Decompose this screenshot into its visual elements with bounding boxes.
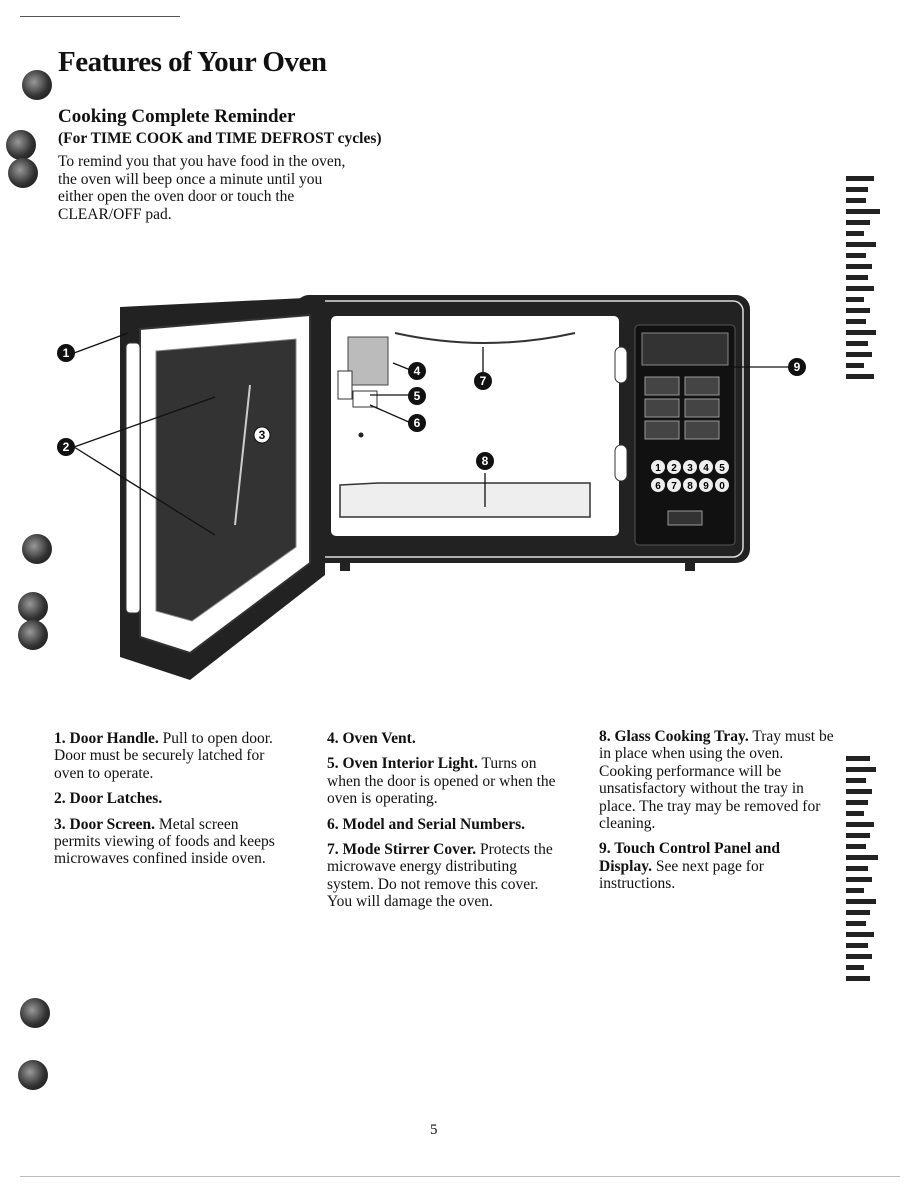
bottom-rule	[20, 1176, 900, 1177]
feature-title: 4. Oven Vent.	[327, 730, 416, 747]
keypad: 1 2 3 4 5 6 7 8 9 0	[651, 460, 729, 492]
keypad-digit: 9	[703, 481, 709, 492]
feature-2: 2. Door Latches.	[54, 790, 286, 807]
glass-tray	[339, 482, 591, 518]
keypad-digit: 3	[687, 463, 693, 474]
callout-3: 3	[259, 428, 266, 442]
keypad-digit: 4	[703, 463, 709, 474]
page-title: Features of Your Oven	[58, 46, 327, 78]
punch-hole	[18, 1060, 48, 1090]
feature-title: 5. Oven Interior Light.	[327, 755, 478, 773]
section-heading: Cooking Complete Reminder	[58, 106, 296, 127]
feature-text: Turns on when the door is opened or when…	[327, 755, 556, 808]
page-number: 5	[430, 1122, 438, 1138]
door-handle	[125, 342, 141, 614]
callout-5: 5	[414, 389, 421, 403]
keypad-digit: 2	[671, 463, 677, 474]
punch-hole	[6, 130, 36, 160]
callout-2: 2	[63, 440, 70, 454]
margin-scan-marks	[846, 176, 882, 385]
callout-1: 1	[63, 346, 70, 360]
section-subheading: (For TIME COOK and TIME DEFROST cycles)	[58, 130, 382, 147]
feature-text: Tray must be in place when using the ove…	[599, 728, 834, 833]
feature-5: 5. Oven Interior Light. Turns on when th…	[327, 755, 557, 807]
feature-text: Protects the microwave energy distributi…	[327, 841, 553, 911]
punch-hole	[18, 620, 48, 650]
punch-hole	[20, 998, 50, 1028]
keypad-digit: 8	[687, 481, 693, 492]
control-display	[641, 332, 729, 366]
feature-title: 2. Door Latches.	[54, 790, 163, 808]
oven-illustration: 1 2 3 4 5 6 7 8 9 0 1 2 3 4 5 6 7 8	[57, 295, 806, 680]
callout-7: 7	[480, 374, 487, 388]
feature-7: 7. Mode Stirrer Cover. Protects the micr…	[327, 841, 557, 911]
margin-scan-marks	[846, 756, 882, 987]
feature-text: See next page for instructions.	[599, 857, 764, 893]
oven-cavity	[329, 314, 621, 538]
feature-title: 7. Mode Stirrer Cover.	[327, 841, 477, 859]
features-column-1: 1. Door Handle. Pull to open door. Door …	[54, 730, 286, 876]
feature-9: 9. Touch Control Panel and Display. See …	[599, 840, 835, 892]
top-rule	[20, 16, 180, 17]
oven-vent	[347, 336, 389, 386]
feature-6: 6. Model and Serial Numbers.	[327, 816, 557, 833]
punch-hole	[18, 592, 48, 622]
feature-8: 8. Glass Cooking Tray. Tray must be in p…	[599, 728, 835, 832]
features-column-2: 4. Oven Vent. 5. Oven Interior Light. Tu…	[327, 730, 557, 919]
feature-4: 4. Oven Vent.	[327, 730, 557, 747]
feature-title: 1. Door Handle.	[54, 730, 159, 747]
reminder-text: To remind you that you have food in the …	[58, 153, 346, 223]
keypad-digit: 7	[671, 481, 677, 492]
keypad-digit: 6	[655, 481, 661, 492]
feature-title: 3. Door Screen.	[54, 815, 156, 833]
punch-hole	[22, 70, 52, 100]
punch-hole	[22, 534, 52, 564]
keypad-digit: 5	[719, 463, 725, 474]
feature-text: Metal screen permits viewing of foods an…	[54, 815, 275, 868]
callout-8: 8	[482, 454, 489, 468]
feature-1: 1. Door Handle. Pull to open door. Door …	[54, 730, 286, 782]
features-column-3: 8. Glass Cooking Tray. Tray must be in p…	[599, 728, 835, 901]
feature-title: 6. Model and Serial Numbers.	[327, 815, 526, 833]
callout-6: 6	[414, 416, 421, 430]
feature-text: Pull to open door. Door must be securely…	[54, 730, 273, 782]
callout-9: 9	[794, 360, 801, 374]
punch-hole	[8, 158, 38, 188]
callout-4: 4	[414, 364, 421, 378]
feature-title: 8. Glass Cooking Tray.	[599, 728, 749, 745]
feature-3: 3. Door Screen. Metal screen permits vie…	[54, 816, 286, 868]
feature-title: 9. Touch Control Panel and Display.	[599, 840, 781, 875]
keypad-digit: 1	[655, 463, 661, 474]
keypad-digit: 0	[719, 481, 725, 492]
